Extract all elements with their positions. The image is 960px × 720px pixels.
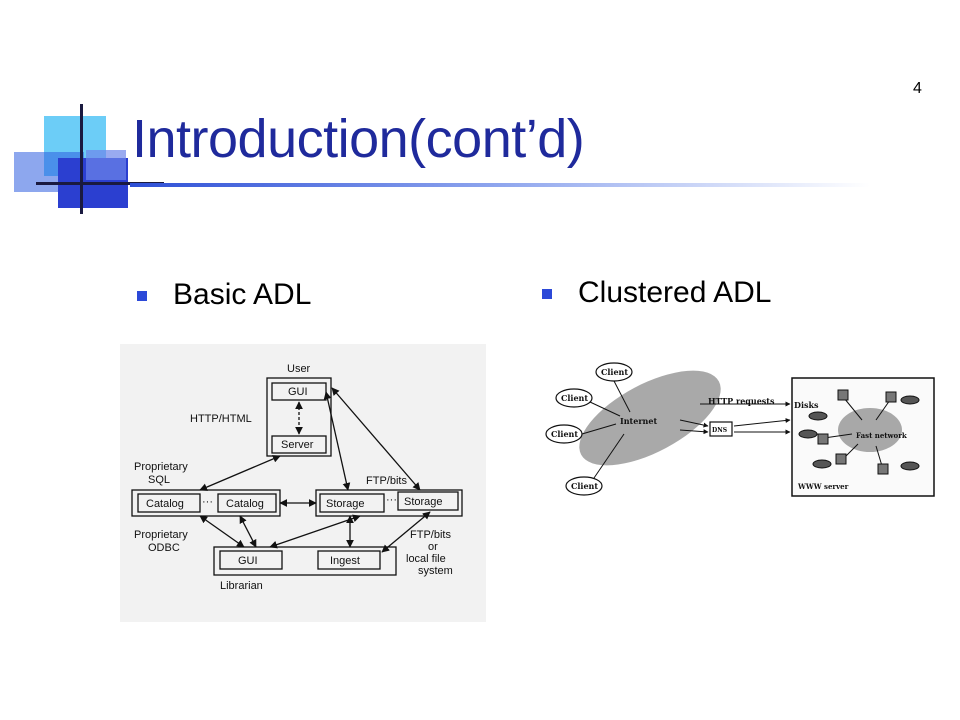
ftp-bits-or-label-3: local file xyxy=(406,553,446,565)
ftp-bits-or-label-1: FTP/bits xyxy=(410,529,451,541)
storage-box-1 xyxy=(319,493,385,513)
server-label: Server xyxy=(281,439,314,451)
proprietary-odbc-label-2: ODBC xyxy=(148,542,180,554)
client-node xyxy=(555,388,593,408)
proprietary-sql-label-2: SQL xyxy=(148,474,170,486)
dns-label: DNS xyxy=(712,427,727,434)
dns-box xyxy=(709,421,733,437)
clustered-adl-diagram: Client Client Client Client Internet HTT… xyxy=(545,362,935,497)
librarian-gui-label: GUI xyxy=(238,555,258,567)
storage-ellipsis: ··· xyxy=(386,494,397,506)
ingest-label: Ingest xyxy=(330,555,360,567)
client-label: Client xyxy=(601,367,628,377)
http-requests-label: HTTP requests xyxy=(708,396,775,406)
catalog-box-1 xyxy=(137,493,201,513)
proprietary-sql-label-1: Proprietary xyxy=(134,461,188,473)
internet-cloud xyxy=(579,370,721,466)
catalog-label-1: Catalog xyxy=(146,498,184,510)
ftp-bits-or-label-2: or xyxy=(428,541,438,553)
catalog-label-2: Catalog xyxy=(226,498,264,510)
http-html-label: HTTP/HTML xyxy=(190,413,252,425)
proprietary-odbc-label-1: Proprietary xyxy=(134,529,188,541)
storage-label-1: Storage xyxy=(326,498,365,510)
catalog-ellipsis: ··· xyxy=(202,496,213,508)
catalog-box-2 xyxy=(217,493,277,513)
www-server-label: WWW server xyxy=(797,482,849,491)
librarian-label: Librarian xyxy=(220,580,263,592)
fast-network-cloud xyxy=(838,408,902,452)
storage-label-2: Storage xyxy=(404,496,443,508)
internet-label: Internet xyxy=(620,416,657,426)
librarian-gui-box xyxy=(219,550,283,570)
client-label: Client xyxy=(551,429,578,439)
storage-box-2 xyxy=(397,491,459,511)
client-label: Client xyxy=(571,481,598,491)
basic-adl-diagram: User GUI HTTP/HTML Server Proprietary SQ… xyxy=(131,363,463,592)
slide-title: Introduction(cont’d) xyxy=(132,109,585,169)
bullet-square-icon xyxy=(137,291,147,301)
user-label: User xyxy=(287,363,311,375)
bullet-square-icon xyxy=(542,289,552,299)
client-node xyxy=(565,476,603,496)
bullet-label: Basic ADL xyxy=(173,278,312,311)
client-label: Client xyxy=(561,393,588,403)
basic-adl-scan-background xyxy=(120,344,486,622)
gui-label: GUI xyxy=(288,386,308,398)
ingest-box xyxy=(317,550,381,570)
bullet-label: Clustered ADL xyxy=(578,276,772,309)
slide-number: 4 xyxy=(913,80,922,97)
fast-network-label: Fast network xyxy=(856,431,907,440)
ftp-bits-or-label-4: system xyxy=(418,565,453,577)
ftp-bits-label: FTP/bits xyxy=(366,475,407,487)
disks-label: Disks xyxy=(794,400,819,410)
